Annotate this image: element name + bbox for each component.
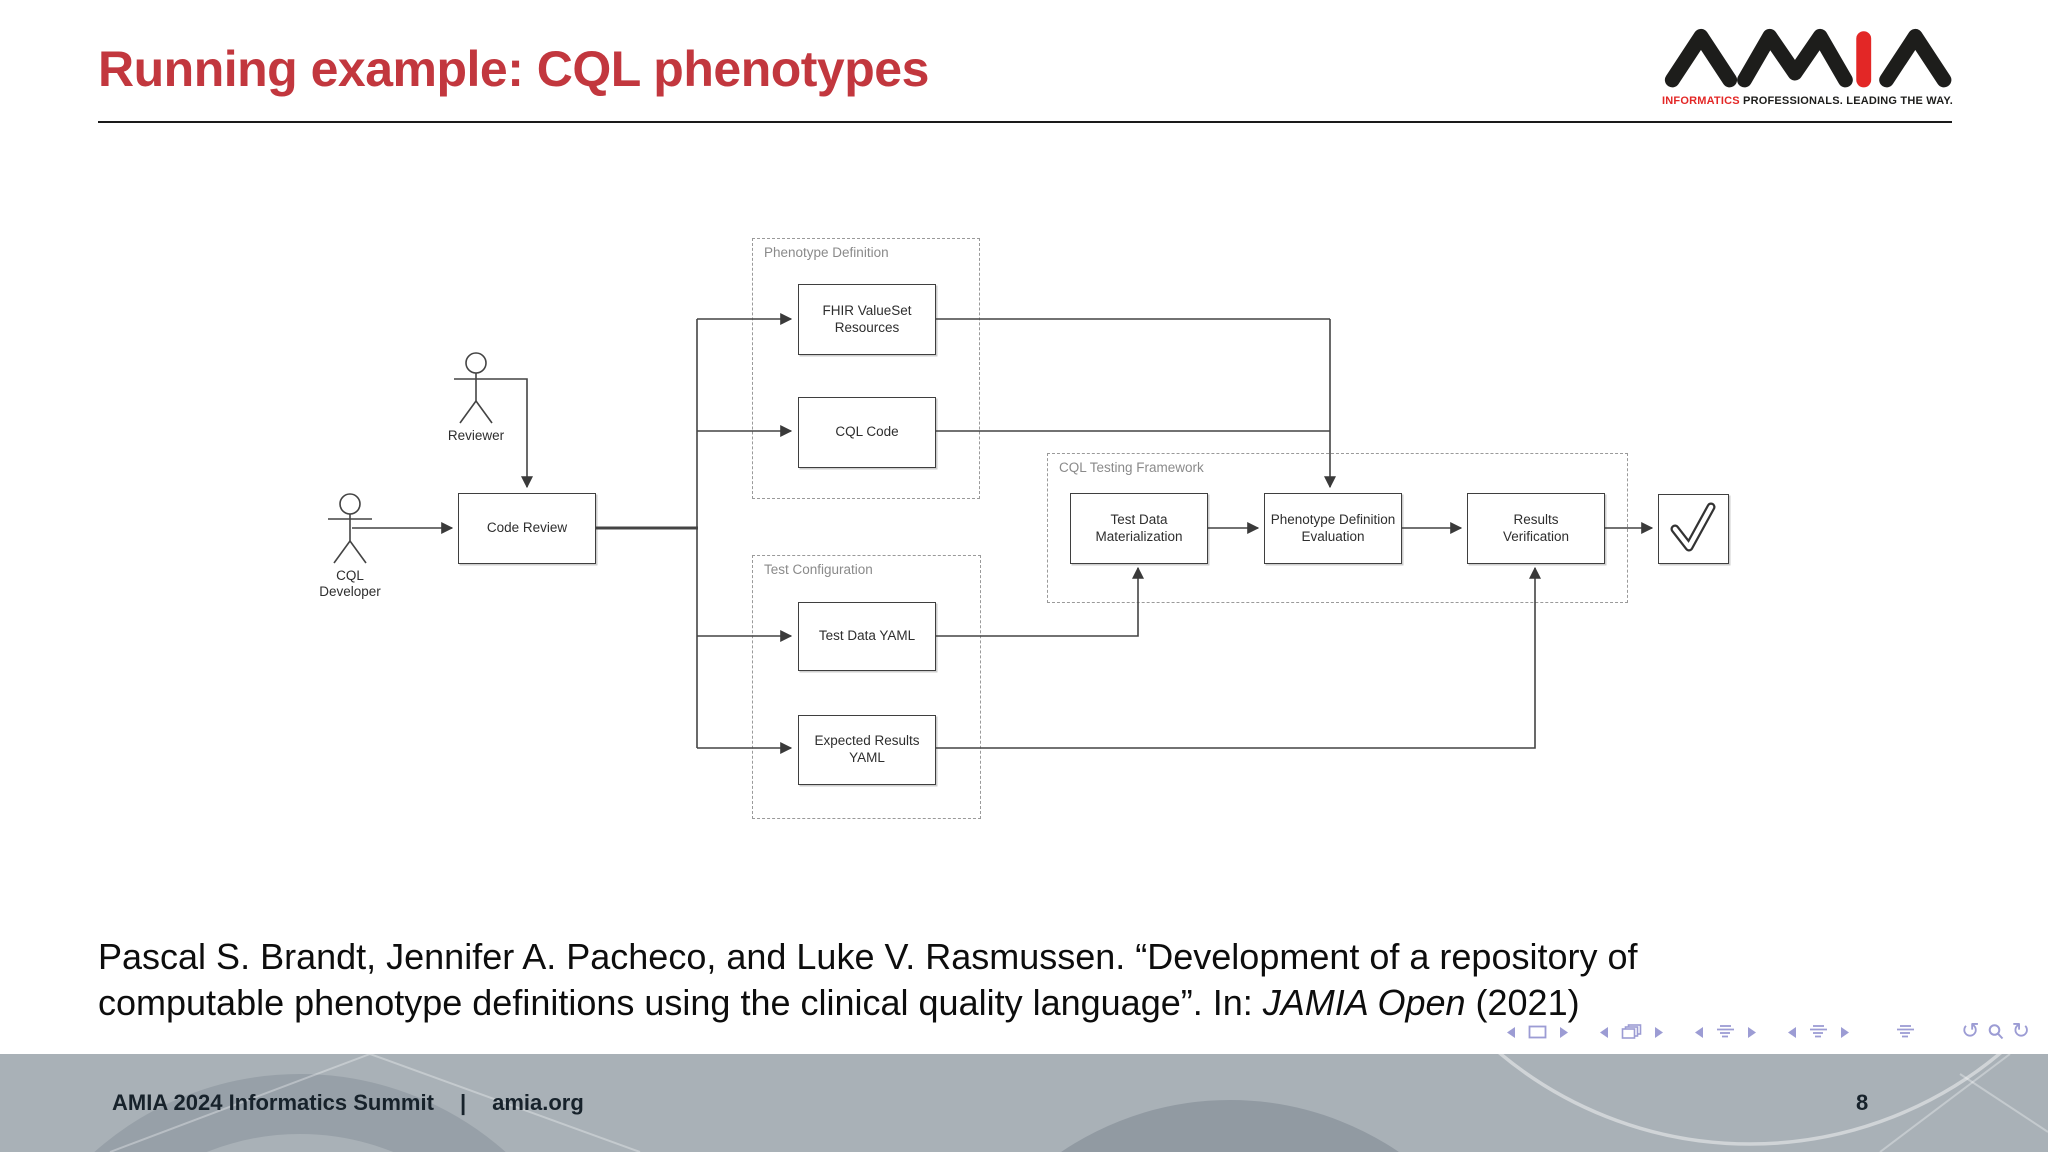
nav-prev-subsection-icon[interactable] xyxy=(1787,1026,1797,1039)
logo-tagline-highlight: INFORMATICS xyxy=(1662,95,1740,107)
node-label: FHIR ValueSet Resources xyxy=(822,302,912,335)
node-label: Results Verification xyxy=(1502,511,1570,544)
amia-logo-icon xyxy=(1664,28,1952,88)
nav-prev-frame-icon[interactable] xyxy=(1599,1026,1609,1039)
node-success-check xyxy=(1658,494,1729,564)
logo-letter-a2 xyxy=(1879,28,1952,88)
logo-letter-m xyxy=(1737,28,1853,88)
nav-next-section-icon[interactable] xyxy=(1747,1026,1757,1039)
citation-journal: JAMIA Open xyxy=(1262,982,1466,1023)
page-number: 8 xyxy=(1856,1090,1869,1115)
nav-prev-section-icon[interactable] xyxy=(1694,1026,1704,1039)
amia-logo: INFORMATICS PROFESSIONALS. LEADING THE W… xyxy=(1662,26,1960,107)
beamer-navigation: ↺ ↻ xyxy=(1506,1018,2030,1046)
node-label: Phenotype Definition Evaluation xyxy=(1270,511,1396,544)
logo-tagline-rest: PROFESSIONALS. LEADING THE WAY. xyxy=(1739,95,1953,107)
page-title: Running example: CQL phenotypes xyxy=(98,41,929,97)
actor-reviewer-figure xyxy=(454,352,498,424)
node-code-review: Code Review xyxy=(458,493,596,564)
nav-next-slide-icon[interactable] xyxy=(1559,1026,1569,1039)
actor-cql-developer-figure xyxy=(328,493,372,564)
citation-year: (2021) xyxy=(1465,982,1580,1023)
footer-conference: AMIA 2024 Informatics Summit xyxy=(112,1090,434,1115)
footer-text: AMIA 2024 Informatics Summit | amia.org xyxy=(112,1054,584,1152)
footer-website[interactable]: amia.org xyxy=(492,1090,584,1115)
citation-text: Pascal S. Brandt, Jennifer A. Pacheco, a… xyxy=(98,936,1638,1023)
nav-search-icon[interactable] xyxy=(1987,1023,2005,1041)
node-fhir-valueset-resources: FHIR ValueSet Resources xyxy=(798,284,936,355)
footer-bar: AMIA 2024 Informatics Summit | amia.org … xyxy=(0,1054,2048,1152)
nav-prev-slide-icon[interactable] xyxy=(1506,1026,1516,1039)
container-phenotype-definition: Phenotype Definition xyxy=(752,238,980,499)
node-label: Expected Results YAML xyxy=(814,733,920,765)
nav-frame-overview-icon[interactable] xyxy=(1621,1024,1642,1040)
node-cql-code: CQL Code xyxy=(798,397,936,468)
footer-separator: | xyxy=(459,1090,467,1115)
container-label: Test Configuration xyxy=(764,562,873,577)
node-label: Code Review xyxy=(486,520,568,536)
actor-label-reviewer: Reviewer xyxy=(447,428,505,443)
node-expected-results-yaml: Expected Results YAML xyxy=(798,715,936,785)
nav-current-slide-icon[interactable] xyxy=(1528,1025,1547,1039)
title-divider xyxy=(98,121,1952,123)
container-label: Phenotype Definition xyxy=(764,245,889,260)
nav-section-overview-icon[interactable] xyxy=(1716,1024,1735,1040)
nav-forward-icon[interactable]: ↻ xyxy=(2011,1019,2030,1044)
node-test-data-yaml: Test Data YAML xyxy=(798,602,936,671)
logo-letter-a1 xyxy=(1664,28,1738,88)
nav-appendix-icon[interactable] xyxy=(1896,1024,1915,1040)
node-label: CQL Code xyxy=(835,424,899,440)
node-label: Test Data YAML xyxy=(818,628,916,644)
container-label: CQL Testing Framework xyxy=(1059,460,1204,475)
citation: Pascal S. Brandt, Jennifer A. Pacheco, a… xyxy=(98,934,1828,1026)
actor-label-cql-developer: CQL Developer xyxy=(319,568,381,600)
nav-subsection-overview-icon[interactable] xyxy=(1809,1024,1828,1040)
node-test-data-materialization: Test Data Materialization xyxy=(1070,493,1208,564)
node-phenotype-definition-evaluation: Phenotype Definition Evaluation xyxy=(1264,493,1402,564)
nav-back-icon[interactable]: ↺ xyxy=(1961,1019,1980,1044)
node-results-verification: Results Verification xyxy=(1467,493,1605,564)
node-label: Test Data Materialization xyxy=(1095,511,1183,544)
checkmark-icon xyxy=(1670,502,1716,552)
nav-next-frame-icon[interactable] xyxy=(1654,1026,1664,1039)
footer-decorative-pattern xyxy=(94,1054,2048,1152)
nav-next-subsection-icon[interactable] xyxy=(1840,1026,1850,1039)
logo-tagline: INFORMATICS PROFESSIONALS. LEADING THE W… xyxy=(1662,95,1960,107)
